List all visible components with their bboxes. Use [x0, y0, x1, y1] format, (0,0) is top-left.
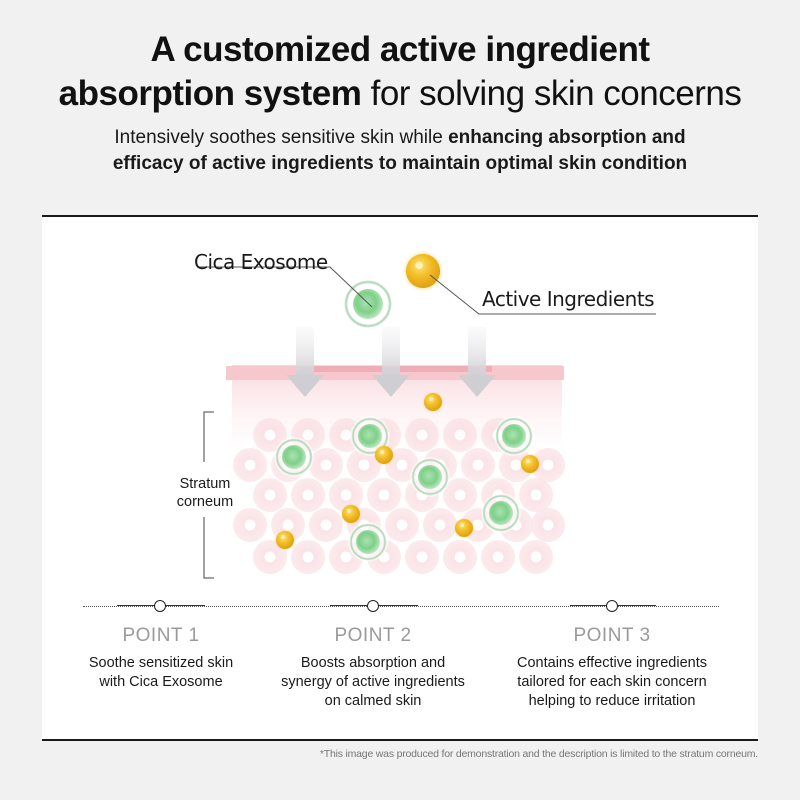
subheadline-line-1: Intensively soothes sensitive skin while…	[114, 127, 686, 148]
point-1: POINT 1 Soothe sensitized skin with Cica…	[46, 622, 276, 692]
headline-line-2: absorption system for solving skin conce…	[58, 74, 742, 113]
subheadline: Intensively soothes sensitive skin while…	[0, 125, 800, 177]
timeline-dotted-line	[83, 606, 719, 607]
cica-exosome-leader-line	[197, 266, 373, 308]
point-2-description: Boosts absorption and synergy of active …	[281, 655, 465, 709]
stratum-bracket-bottom	[203, 517, 214, 579]
timeline-node-2	[367, 600, 379, 612]
active-ingredients-label: Active Ingredients	[482, 287, 655, 311]
timeline-node-1	[154, 600, 166, 612]
points-timeline	[83, 599, 719, 613]
point-3-label: POINT 3	[573, 625, 651, 646]
subheadline-line-2: efficacy of active ingredients to mainta…	[112, 153, 688, 174]
diagram-panel: Cica Exosome Active Ingredients Stratum …	[42, 215, 758, 741]
headline-line-1: A customized active ingredient	[150, 30, 650, 69]
absorption-arrows	[286, 327, 496, 397]
point-1-label: POINT 1	[122, 625, 200, 646]
active-ingredients-leader-line	[429, 274, 656, 315]
absorption-diagram	[197, 250, 656, 579]
point-3-description: Contains effective ingredients tailored …	[517, 655, 707, 709]
point-3: POINT 3 Contains effective ingredients t…	[497, 622, 727, 711]
headline: A customized active ingredient absorptio…	[0, 28, 800, 116]
disclaimer-footnote: *This image was produced for demonstrati…	[319, 748, 758, 760]
cica-exosome-label: Cica Exosome	[194, 250, 328, 274]
point-2-label: POINT 2	[334, 625, 412, 646]
stratum-bracket-top	[203, 411, 214, 462]
point-1-description: Soothe sensitized skin with Cica Exosome	[88, 655, 234, 690]
timeline-node-3	[606, 600, 618, 612]
stratum-corneum-label: Stratum corneum	[176, 476, 234, 510]
point-2: POINT 2 Boosts absorption and synergy of…	[258, 622, 488, 711]
